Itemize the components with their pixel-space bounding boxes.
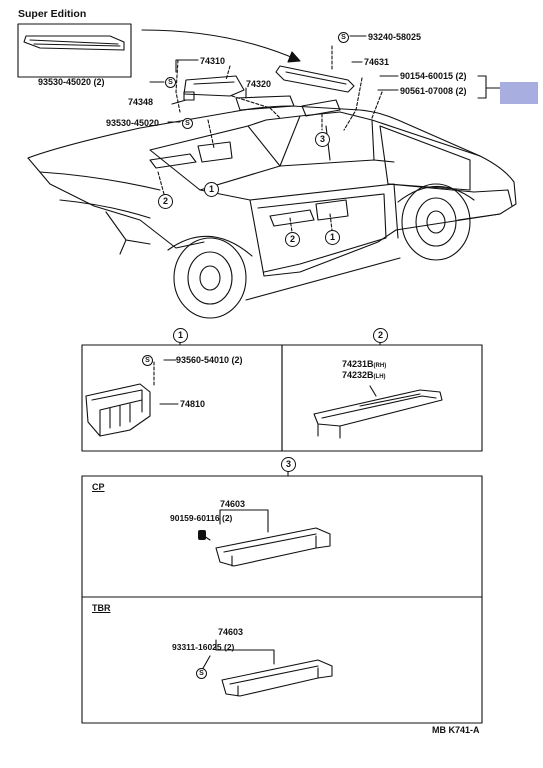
rh-tag: (RH) xyxy=(373,363,387,369)
part-74603-roof xyxy=(301,99,341,117)
label-93530-45020: 93530-45020 xyxy=(106,118,160,128)
label-93311-16025: 93311-16025 (2) xyxy=(172,642,235,652)
label-74232b: 74232B(LH) xyxy=(342,370,386,382)
lamp-2-door xyxy=(269,209,315,227)
part-74320-shape xyxy=(235,95,295,111)
part-74231b-number: 74231B xyxy=(342,359,374,369)
label-74810: 74810 xyxy=(180,399,206,409)
part-74603-tbr-shape xyxy=(221,659,333,697)
tbr-label: TBR xyxy=(92,603,111,613)
label-93530-45020-2: 93530-45020 (2) xyxy=(38,77,105,87)
screw-icon: S xyxy=(196,668,207,679)
callout-2-door: 2 xyxy=(285,232,300,247)
screw-icon: S xyxy=(142,355,153,366)
panel-3-header: 3 xyxy=(281,457,296,472)
callout-1-door: 1 xyxy=(325,230,340,245)
label-90154-60015: 90154-60015 (2) xyxy=(400,71,467,81)
label-93560-54010: 93560-54010 (2) xyxy=(176,355,243,365)
windshield xyxy=(149,125,281,191)
screw-icon: S xyxy=(182,118,193,129)
label-93240-58025: 93240-58025 xyxy=(368,32,422,42)
panel-1-header: 1 xyxy=(173,328,188,343)
part-74810-shape xyxy=(85,383,151,437)
panel-2-header: 2 xyxy=(373,328,388,343)
cp-label: CP xyxy=(92,482,105,492)
lamp-1-door xyxy=(315,199,349,221)
super-edition-rail xyxy=(23,35,125,51)
label-90561-07008: 90561-07008 (2) xyxy=(400,86,467,96)
part-74310-shape xyxy=(183,75,245,97)
door-panel xyxy=(257,193,387,273)
label-74348: 74348 xyxy=(128,97,154,107)
front-wheel xyxy=(173,237,247,319)
part-74232b-number: 74232B xyxy=(342,370,374,380)
label-74603-cp: 74603 xyxy=(220,499,246,509)
super-edition-box xyxy=(17,23,132,78)
part-74348-shape xyxy=(183,91,195,101)
panel-2-box xyxy=(281,344,483,452)
panel-3-box xyxy=(81,475,483,724)
label-74631: 74631 xyxy=(364,57,390,67)
callout-2-front: 2 xyxy=(158,194,173,209)
lamp-2-top xyxy=(149,153,197,169)
part-74603-cp-shape xyxy=(215,527,331,567)
figure-reference: MB K741-A xyxy=(432,725,480,735)
callout-3-roof: 3 xyxy=(315,132,330,147)
screw-icon: S xyxy=(338,32,349,43)
label-74603-tbr: 74603 xyxy=(218,627,244,637)
rear-wheel xyxy=(401,183,471,261)
callout-1-front: 1 xyxy=(204,182,219,197)
label-74310: 74310 xyxy=(200,56,226,66)
part-74231b-shape xyxy=(313,389,443,427)
screw-icon: S xyxy=(165,77,176,88)
super-edition-arrow xyxy=(141,29,299,61)
highlight-box[interactable] xyxy=(500,82,538,104)
car-roof-outline xyxy=(27,105,517,221)
bolt-icon xyxy=(198,530,206,540)
label-90159-60116: 90159-60116 (2) xyxy=(170,513,233,523)
label-74320: 74320 xyxy=(246,79,272,89)
label-74231b: 74231B(RH) xyxy=(342,359,386,371)
lh-tag: (LH) xyxy=(373,374,386,380)
super-edition-title: Super Edition xyxy=(18,8,87,20)
lamp-1-top xyxy=(197,141,233,163)
side-window xyxy=(379,125,471,191)
roof-rail xyxy=(275,65,355,93)
